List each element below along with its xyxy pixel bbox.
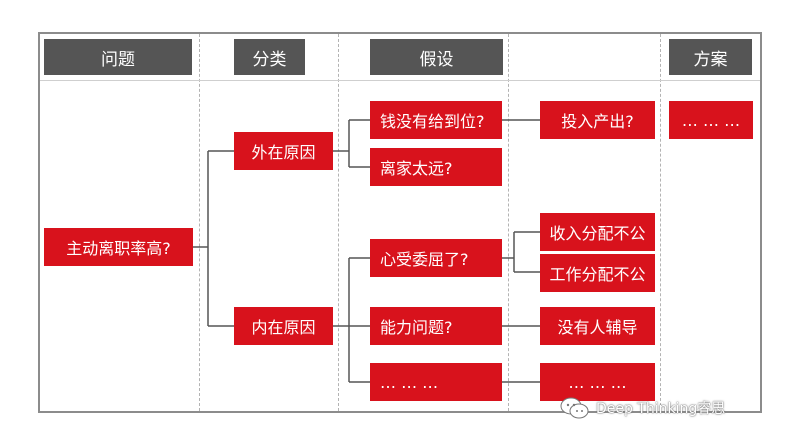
header-hypothesis: 假设 <box>370 39 503 75</box>
column-divider-2 <box>338 34 339 411</box>
node-hypothesis-more: … … … <box>370 363 502 401</box>
node-internal-cause: 内在原因 <box>234 307 333 345</box>
node-hypothesis-wronged: 心受委屈了? <box>370 239 502 277</box>
wechat-icon <box>560 397 589 419</box>
column-divider-1 <box>199 34 200 411</box>
node-solution-more: … … … <box>669 101 753 139</box>
header-solution: 方案 <box>669 39 752 75</box>
node-sub-work-unfair: 工作分配不公 <box>540 254 655 292</box>
node-hypothesis-distance: 离家太远? <box>370 148 502 186</box>
node-sub-more: … … … <box>540 363 655 401</box>
node-sub-input-output: 投入产出? <box>540 101 655 139</box>
column-divider-4 <box>660 34 661 411</box>
node-hypothesis-money: 钱没有给到位? <box>370 101 502 139</box>
header-category: 分类 <box>234 39 305 75</box>
watermark-text: Deep Thinking睿思 <box>596 401 726 417</box>
column-divider-3 <box>508 34 509 411</box>
node-sub-no-mentor: 没有人辅导 <box>540 307 655 345</box>
watermark: Deep Thinking睿思 <box>560 397 726 419</box>
node-root-problem: 主动离职率高? <box>44 228 193 266</box>
node-hypothesis-ability: 能力问题? <box>370 307 502 345</box>
node-sub-income-unfair: 收入分配不公 <box>540 213 655 251</box>
header-separator <box>40 80 760 81</box>
header-problem: 问题 <box>44 39 192 75</box>
node-external-cause: 外在原因 <box>234 132 333 170</box>
